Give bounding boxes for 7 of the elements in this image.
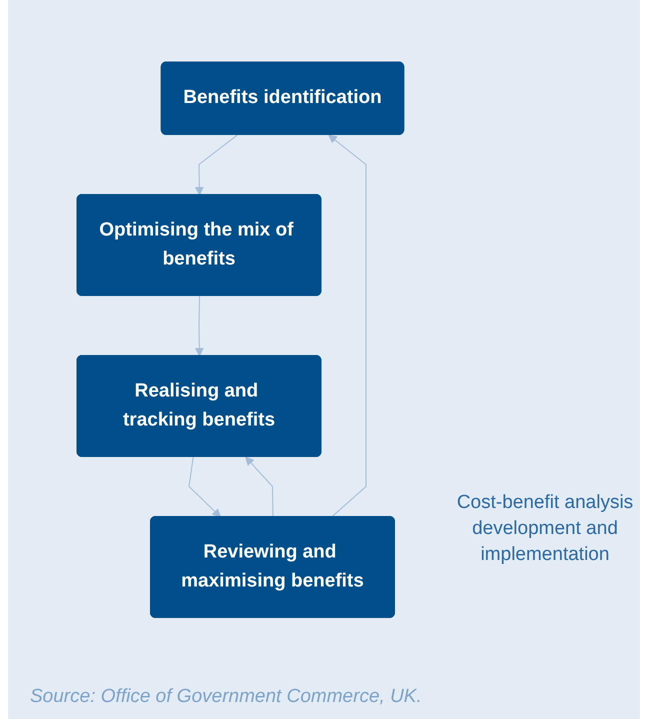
- arrow: [188, 456, 221, 518]
- arrow: [328, 134, 366, 518]
- source-caption: Source: Office of Government Commerce, UK.: [30, 686, 422, 708]
- note-text: Cost-benefit analysis development and implementation: [456, 491, 634, 567]
- arrow: [194, 134, 238, 196]
- arrow: [244, 456, 274, 518]
- arrow: [194, 296, 204, 357]
